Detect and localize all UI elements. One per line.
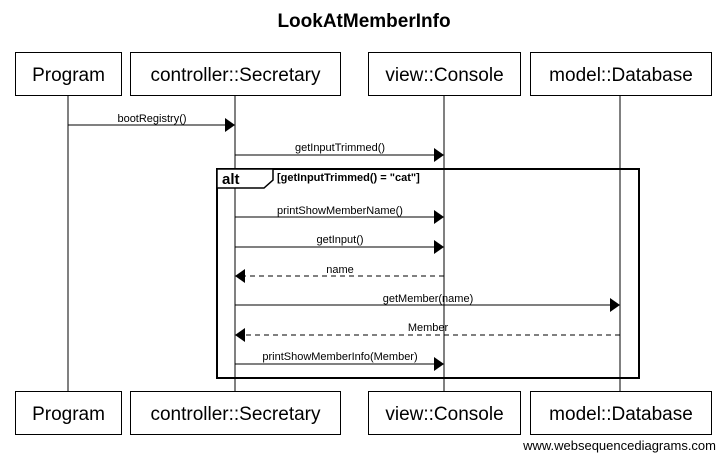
participant-label: model::Database [549, 65, 693, 86]
arrowhead [434, 357, 444, 371]
message-label: printShowMemberName() [277, 205, 403, 217]
participant-label: view::Console [385, 404, 503, 425]
message-label: name [326, 264, 354, 276]
watermark-text: www.websequencediagrams.com [522, 438, 716, 453]
diagram-title: LookAtMemberInfo [277, 11, 450, 32]
arrowhead [235, 269, 245, 283]
message-get-input: getInput() [235, 234, 444, 254]
alt-tab [216, 168, 274, 189]
arrowhead [225, 118, 235, 132]
participant-label: controller::Secretary [150, 65, 321, 86]
alt-fragment: alt [getInputTrimmed() = "cat"] [216, 168, 640, 379]
participant-program-top: Program [15, 52, 122, 96]
participant-label: controller::Secretary [150, 404, 321, 425]
message-label: getInput() [316, 234, 363, 246]
alt-keyword: alt [222, 171, 240, 188]
arrowhead [610, 298, 620, 312]
arrowhead [434, 148, 444, 162]
message-label: printShowMemberInfo(Member) [262, 351, 417, 363]
message-boot-registry: bootRegistry() [68, 113, 235, 132]
message-label: getInputTrimmed() [295, 142, 385, 154]
arrowhead [434, 240, 444, 254]
message-get-member: getMember(name) [235, 293, 620, 312]
participant-label: Program [32, 404, 105, 425]
participant-secretary-bottom: controller::Secretary [130, 391, 341, 435]
message-label: bootRegistry() [117, 113, 186, 125]
alt-frame [216, 168, 640, 379]
participant-program-bottom: Program [15, 391, 122, 435]
alt-condition: [getInputTrimmed() = "cat"] [277, 172, 420, 184]
messages: bootRegistry() getInputTrimmed() printSh… [68, 113, 620, 371]
participant-database-bottom: model::Database [530, 391, 712, 435]
lifelines [67, 96, 621, 391]
message-label: Member [408, 322, 449, 334]
participants-bottom: Program controller::Secretary view::Cons… [15, 391, 712, 435]
participant-database-top: model::Database [530, 52, 712, 96]
message-print-show-member-name: printShowMemberName() [235, 205, 444, 224]
participant-console-top: view::Console [368, 52, 521, 96]
arrowhead [235, 328, 245, 342]
participant-label: model::Database [549, 404, 693, 425]
participant-secretary-top: controller::Secretary [130, 52, 341, 96]
message-print-show-member-info: printShowMemberInfo(Member) [235, 351, 444, 371]
participant-console-bottom: view::Console [368, 391, 521, 435]
arrowhead [434, 210, 444, 224]
message-return-name: name [235, 264, 444, 283]
message-label: getMember(name) [383, 293, 473, 305]
participant-label: Program [32, 65, 105, 86]
participant-label: view::Console [385, 65, 503, 86]
message-return-member: Member [235, 322, 620, 342]
participants-top: Program controller::Secretary view::Cons… [15, 52, 712, 96]
message-get-input-trimmed: getInputTrimmed() [235, 142, 444, 162]
